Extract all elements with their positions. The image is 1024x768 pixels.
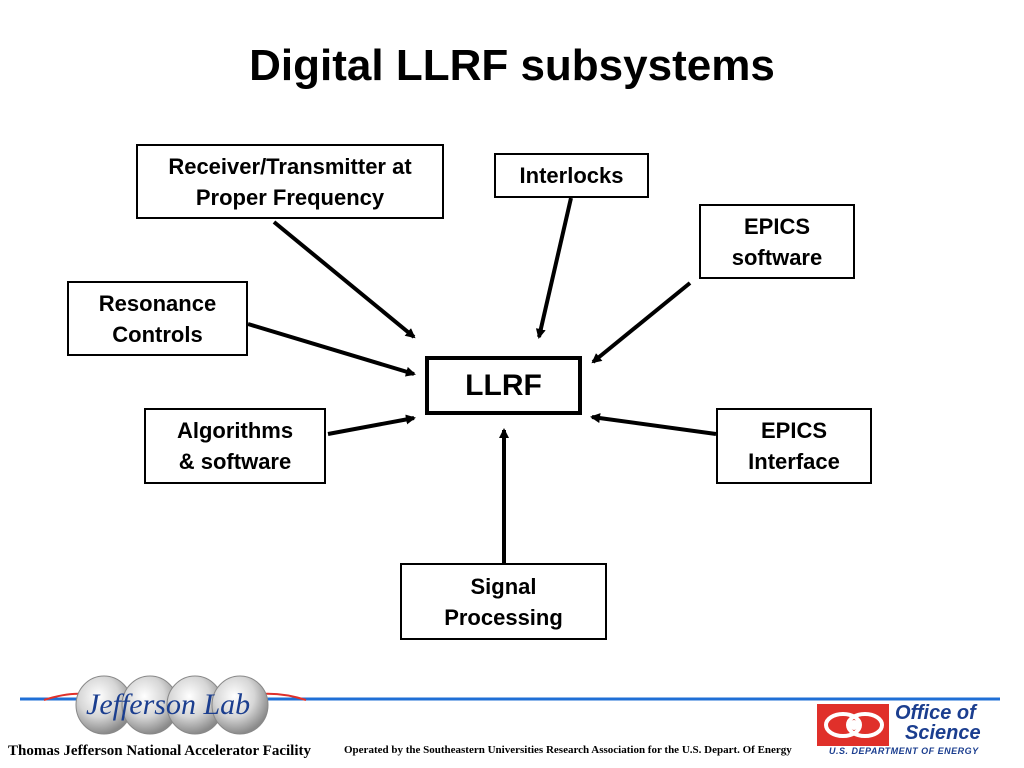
algorithms-software-box: Algorithms & software	[144, 408, 326, 484]
interlocks-label: Interlocks	[519, 163, 624, 188]
epics-software-line1: EPICS	[743, 213, 811, 239]
doe-line2: Science	[905, 722, 981, 744]
arrow-epics-interface-to-llrf	[590, 413, 717, 436]
doe-line1: Office of	[895, 702, 976, 724]
jefferson-lab-logo-text: Jefferson Lab	[86, 688, 251, 721]
signal-processing-box: Signal Processing	[400, 563, 607, 640]
jefferson-lab-logo-icon	[43, 675, 307, 735]
llrf-center-box: LLRF	[425, 356, 582, 415]
arrow-interlocks-to-llrf	[535, 197, 573, 339]
doe-line3: U.S. DEPARTMENT OF ENERGY	[829, 746, 979, 756]
llrf-label: LLRF	[465, 369, 542, 402]
arrow-algorithms-to-llrf	[327, 414, 416, 436]
operated-by-text: Operated by the Southeastern Universitie…	[344, 744, 792, 756]
receiver-transmitter-box: Receiver/Transmitter at Proper Frequency	[136, 144, 444, 219]
algorithms-line1: Algorithms	[176, 418, 294, 443]
interlocks-box: Interlocks	[494, 153, 649, 198]
epics-software-line2: software	[731, 244, 823, 270]
doe-emblem-icon	[817, 704, 889, 746]
signal-line1: Signal	[470, 573, 537, 599]
arrow-receiver-to-llrf	[272, 220, 416, 339]
epics-interface-line2: Interface	[748, 449, 840, 474]
resonance-line1: Resonance	[98, 290, 217, 316]
arrow-resonance-to-llrf	[247, 322, 416, 377]
epics-software-box: EPICS software	[699, 204, 855, 279]
epics-interface-box: EPICS Interface	[716, 408, 872, 484]
facility-name: Thomas Jefferson National Accelerator Fa…	[8, 743, 311, 759]
receiver-line2: Proper Frequency	[195, 184, 385, 210]
slide-title: Digital LLRF subsystems	[249, 41, 775, 90]
resonance-controls-box: Resonance Controls	[67, 281, 248, 356]
office-of-science-logo: Office of Science U.S. DEPARTMENT OF ENE…	[817, 700, 997, 764]
algorithms-line2: & software	[178, 449, 292, 474]
resonance-line2: Controls	[112, 321, 203, 347]
arrow-epics-software-to-llrf	[591, 281, 692, 364]
signal-line2: Processing	[444, 604, 563, 630]
receiver-line1: Receiver/Transmitter at	[168, 153, 412, 179]
epics-interface-line1: EPICS	[760, 418, 828, 443]
